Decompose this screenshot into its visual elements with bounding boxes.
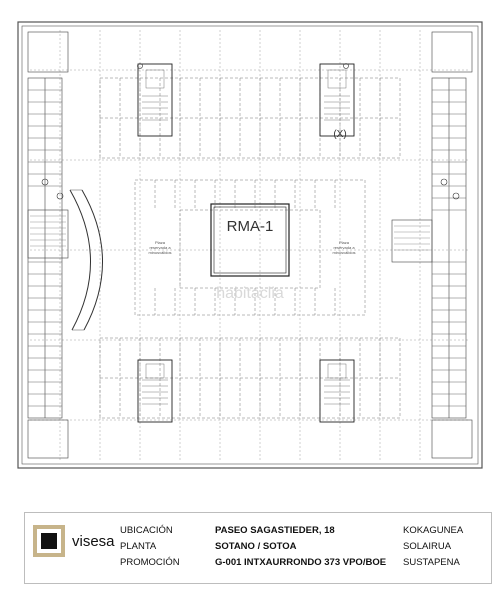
value-floor: SOTANO / SOTOA — [215, 541, 297, 552]
note-left-3: minusválidos — [148, 250, 171, 255]
legend-values: PASEO SAGASTIEDER, 18 SOTANO / SOTOA G-0… — [215, 523, 386, 571]
floor-plan: RMA-1 (X) habitaclia Plaza reservada a m… — [17, 21, 483, 469]
legend-basque-labels: KOKAGUNEA SOLAIRUA SUSTAPENA — [403, 523, 463, 571]
legend-box: visesa UBICACIÓN PLANTA PROMOCIÓN PASEO … — [24, 512, 492, 584]
note-right-1: Plaza — [339, 240, 350, 245]
note-left-1: Plaza — [155, 240, 166, 245]
legend-labels: UBICACIÓN PLANTA PROMOCIÓN — [120, 523, 180, 571]
central-label: RMA-1 — [227, 218, 274, 235]
note-right-3: minusválidos — [332, 250, 355, 255]
label-sustapena: SUSTAPENA — [403, 557, 460, 568]
value-promotion: G-001 INTXAURRONDO 373 VPO/BOE — [215, 557, 387, 568]
label-ubicacion: UBICACIÓN — [120, 525, 173, 536]
value-address: PASEO SAGASTIEDER, 18 — [215, 525, 335, 536]
marker-label: (X) — [333, 129, 346, 140]
label-planta: PLANTA — [120, 541, 157, 552]
label-promocion: PROMOCIÓN — [120, 557, 180, 568]
note-left-2: reservada a — [149, 245, 171, 250]
watermark: habitaclia — [216, 285, 284, 302]
label-solairua: SOLAIRUA — [403, 541, 452, 552]
label-kokagunea: KOKAGUNEA — [403, 525, 464, 536]
brand-name: visesa — [72, 533, 115, 550]
visesa-logo-icon — [33, 525, 65, 557]
note-right-2: reservada a — [333, 245, 355, 250]
